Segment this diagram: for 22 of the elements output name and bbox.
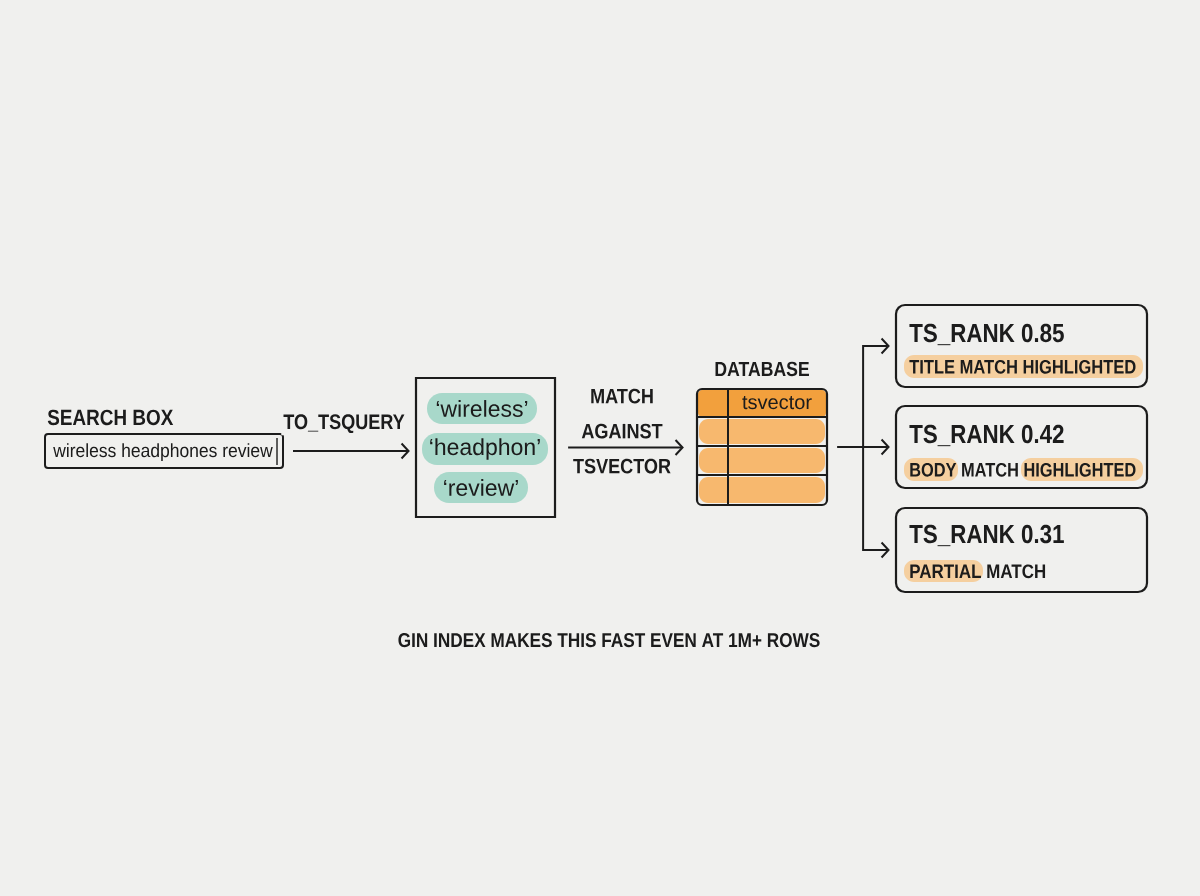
arrow — [862, 446, 890, 559]
arrow — [292, 442, 410, 460]
field-label: SEARCH BOX — [47, 409, 174, 426]
highlighted-text: BODY MATCH HIGHLIGHTED — [904, 458, 1143, 481]
highlighted-text: TITLE MATCH HIGHLIGHTED — [904, 355, 1143, 378]
token-pill: ‘wireless’ — [427, 393, 537, 424]
search-field: wireless headphones review — [44, 433, 284, 469]
connector-line — [836, 446, 865, 448]
rank-score: TS_RANK 0.31 — [909, 524, 1064, 547]
token-pill: ‘headphon’ — [422, 433, 548, 465]
arrow — [862, 438, 890, 456]
rank-score: TS_RANK 0.42 — [909, 424, 1064, 447]
header-row: tsvector — [698, 390, 826, 417]
arrow — [862, 337, 890, 448]
footer-note: GIN INDEX MAKES THIS FAST EVEN AT 1M+ ROWS — [398, 633, 820, 648]
token-box — [414, 376, 557, 519]
edge-label: MATCH AGAINST TSVECTOR — [573, 388, 671, 474]
edge-label: TO_TSQUERY — [281, 412, 407, 436]
rank-score: TS_RANK 0.85 — [909, 323, 1064, 346]
highlighted-text: PARTIAL MATCH — [904, 560, 1046, 582]
arrow — [567, 439, 684, 456]
table-heading: DATABASE — [715, 361, 809, 377]
